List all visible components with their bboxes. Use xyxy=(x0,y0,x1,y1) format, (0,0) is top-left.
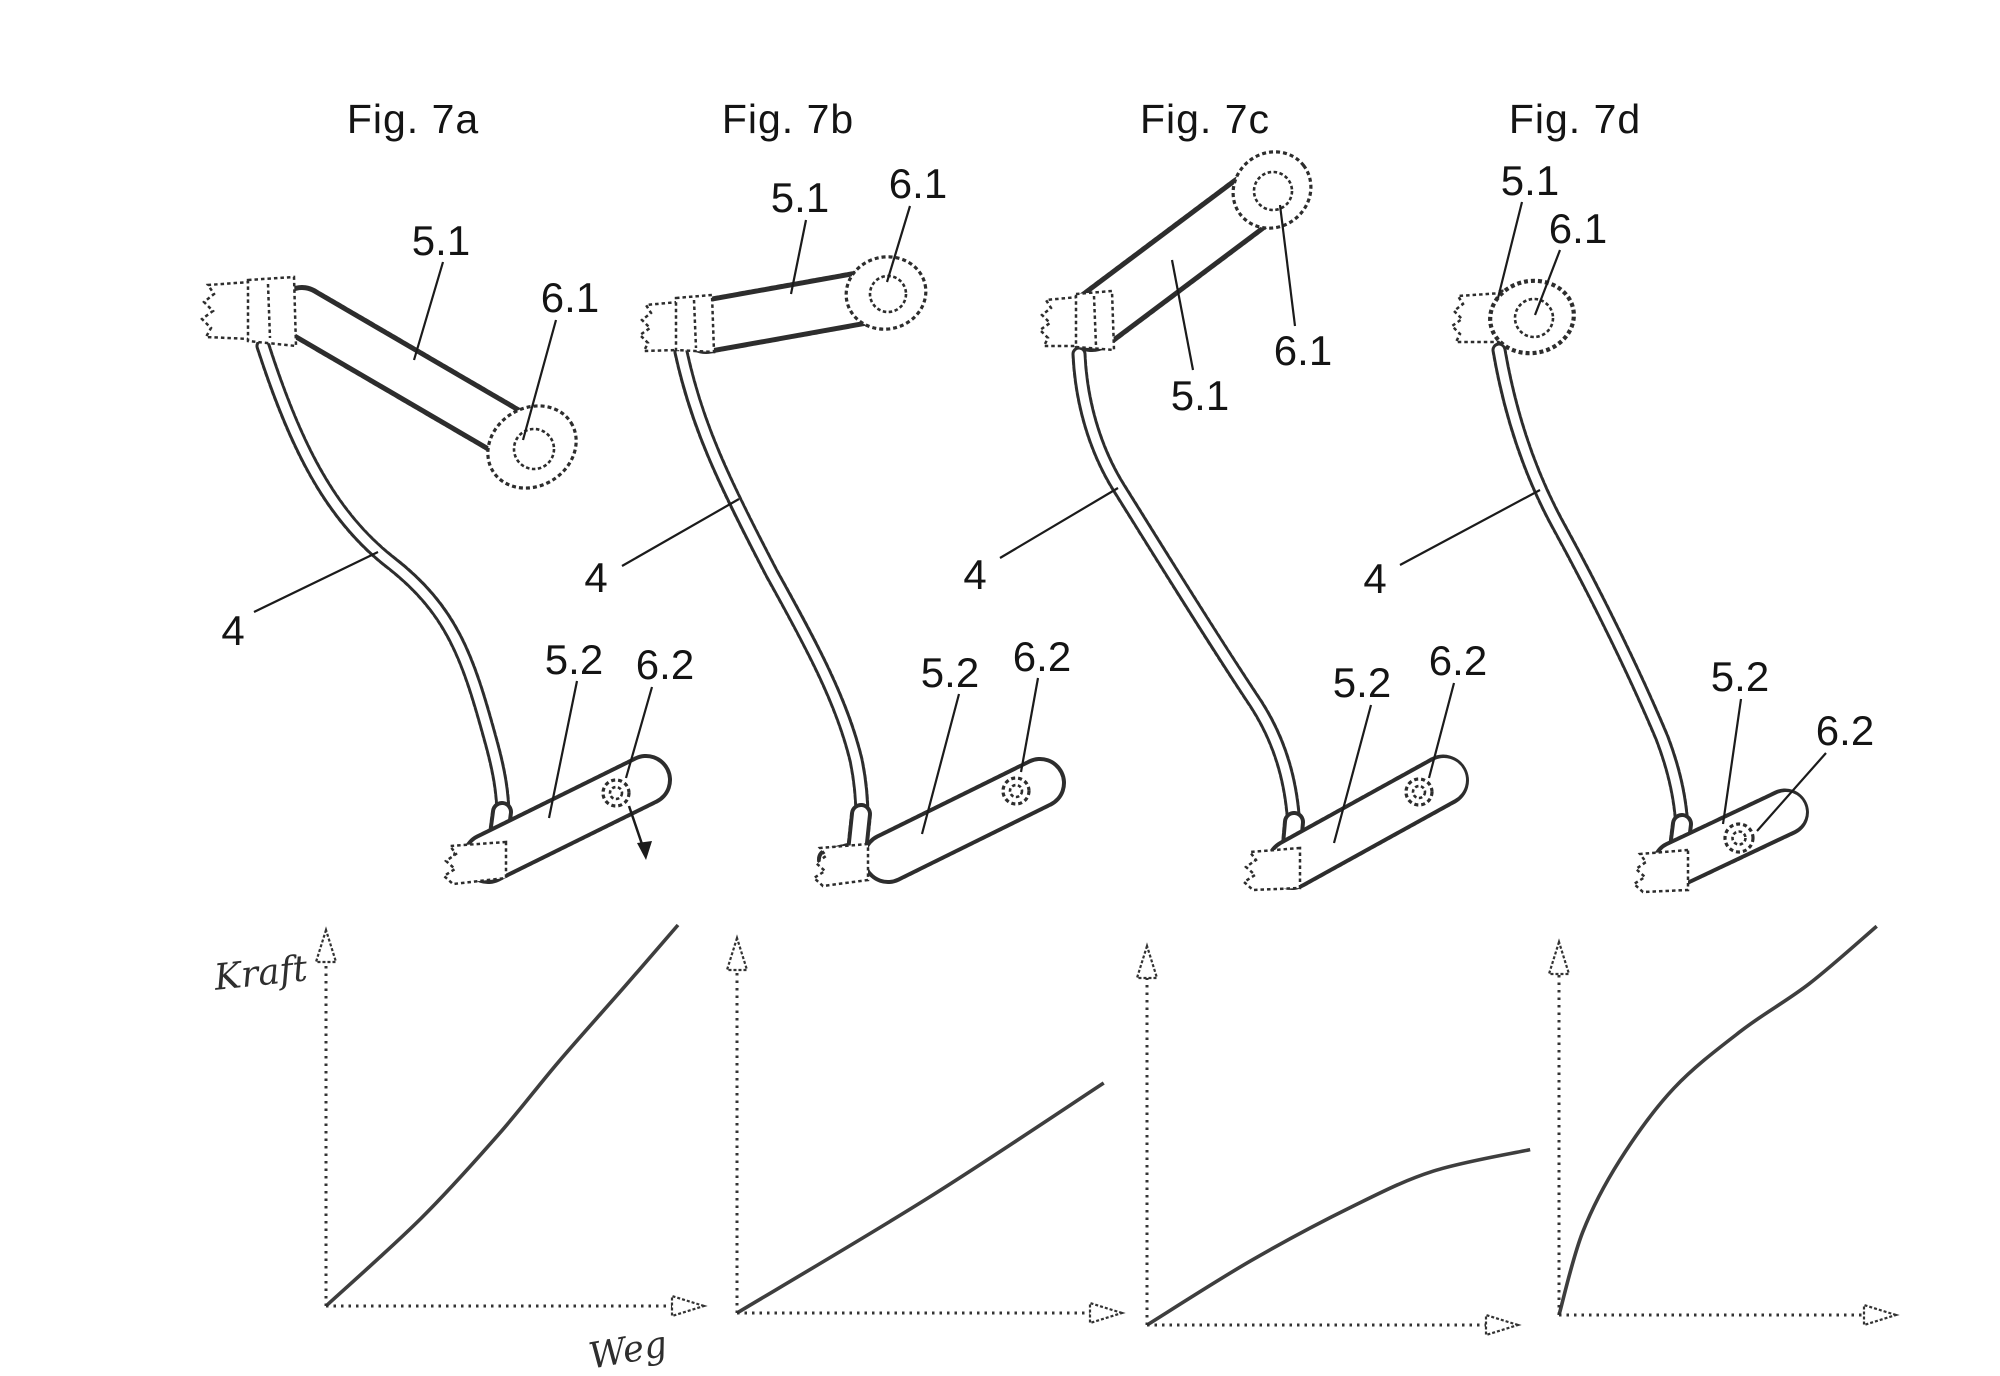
figure-7c-title: Fig. 7c xyxy=(1140,96,1270,142)
label-bracket-fig7b: 5.2 xyxy=(921,649,979,696)
label-upper-eyelet-fig7a: 6.1 xyxy=(541,274,599,321)
label-upper-eyelet-fig7b: 6.1 xyxy=(889,160,947,207)
rod-fig7a xyxy=(255,338,511,826)
label-bracket-fig7d: 5.2 xyxy=(1711,653,1769,700)
figure-7d-title: Fig. 7d xyxy=(1509,96,1641,142)
pedal-plate-fig7b xyxy=(862,757,1066,884)
label-rod-fig7d: 4 xyxy=(1363,555,1386,602)
force-curve-fig7a xyxy=(324,923,680,1308)
label-bracket-fig7c: 5.2 xyxy=(1333,659,1391,706)
leader-rod-fig7a xyxy=(253,551,379,613)
y-axis-arrow-icon-fig7c xyxy=(1135,942,1159,980)
force-curve-fig7b xyxy=(736,1081,1105,1315)
lever-fig7b xyxy=(678,270,890,354)
graph-fig7b xyxy=(725,934,1126,1325)
leader-rod-fig7d xyxy=(1399,489,1541,566)
y-axis-arrow-icon-fig7d xyxy=(1547,938,1571,976)
label-lever-fig7d: 5.1 xyxy=(1501,157,1559,204)
leader-lever-fig7d xyxy=(1496,201,1524,299)
x-axis-arrow-icon-fig7a xyxy=(670,1294,708,1318)
lower-mount-fig7d xyxy=(1631,848,1690,894)
leader-bracket-fig7b xyxy=(920,693,961,835)
pivot-mount-fig7d xyxy=(1450,291,1504,344)
rod-fig7c xyxy=(1071,346,1302,836)
y-axis-arrow-icon-fig7b xyxy=(725,934,749,972)
y-axis-arrow-icon-fig7a xyxy=(314,926,338,964)
figure-7a-title: Fig. 7a xyxy=(347,96,479,142)
label-rod-fig7a: 4 xyxy=(221,607,244,654)
pivot-bracket-fig7b xyxy=(674,293,716,354)
lever-fig7a xyxy=(275,285,545,465)
x-axis-arrow-icon-fig7c xyxy=(1484,1313,1522,1337)
label-bracket-fig7a: 5.2 xyxy=(545,636,603,683)
lower-mount-fig7a xyxy=(441,840,508,886)
figure-7a-group: Fig. 7a xyxy=(200,96,694,886)
x-axis-arrow-icon-fig7d xyxy=(1862,1303,1900,1327)
figure-7b-title: Fig. 7b xyxy=(722,96,854,142)
leader-lower-eyelet-fig7d xyxy=(1756,752,1827,832)
pedal-plate-fig7c xyxy=(1266,754,1470,890)
rod-fig7d xyxy=(1491,342,1690,838)
pivot-bracket-fig7c xyxy=(1074,289,1116,352)
label-lower-eyelet-fig7b: 6.2 xyxy=(1013,633,1071,680)
upper-eyelet-fig7a xyxy=(486,404,578,490)
label-rod-fig7c: 4 xyxy=(963,551,986,598)
kraft-axis-label: Kraft xyxy=(211,948,310,999)
graph-fig7a: Kraft Weg xyxy=(211,923,708,1376)
force-curve-fig7d xyxy=(1557,924,1878,1316)
rod-fig7b xyxy=(673,344,870,828)
label-lever-fig7a: 5.1 xyxy=(412,217,470,264)
label-lever-fig7c: 5.1 xyxy=(1171,372,1229,419)
label-lever-fig7b: 5.1 xyxy=(771,174,829,221)
upper-eyelet-fig7c xyxy=(1231,150,1313,230)
leader-upper-eyelet-fig7d xyxy=(1533,249,1562,316)
leader-rod-fig7c xyxy=(999,487,1119,559)
label-lower-eyelet-fig7a: 6.2 xyxy=(636,641,694,688)
lower-mount-fig7b xyxy=(811,842,870,888)
graph-fig7c xyxy=(1135,942,1531,1337)
leader-lever-fig7c xyxy=(1170,259,1195,371)
graph-fig7d xyxy=(1547,924,1900,1327)
pivot-mount-fig7b xyxy=(638,300,680,353)
leader-bracket-fig7c xyxy=(1332,704,1373,844)
leader-lower-eyelet-fig7b xyxy=(1019,677,1040,773)
pivot-mount-fig7c xyxy=(1038,295,1080,348)
pivot-mount-fig7a xyxy=(200,280,252,341)
pedal-plate-fig7d xyxy=(1652,788,1810,888)
label-upper-eyelet-fig7c: 6.1 xyxy=(1274,327,1332,374)
leader-lower-eyelet-fig7a xyxy=(624,686,654,779)
label-upper-eyelet-fig7d: 6.1 xyxy=(1549,205,1607,252)
leader-upper-eyelet-fig7a xyxy=(521,319,558,441)
leader-bracket-fig7a xyxy=(547,680,579,819)
leader-upper-eyelet-fig7c xyxy=(1278,204,1297,327)
label-lower-eyelet-fig7d: 6.2 xyxy=(1816,707,1874,754)
leader-bracket-fig7d xyxy=(1721,698,1743,825)
pivot-bracket-fig7a xyxy=(246,275,298,348)
figure-7b-group: Fig. 7b xyxy=(584,96,1071,888)
weg-axis-label: Weg xyxy=(586,1324,670,1376)
figure-7d-group: Fig. 7d 5.1 6.1 xyxy=(1363,96,1874,894)
x-axis-arrow-icon-fig7b xyxy=(1088,1301,1126,1325)
upper-eyelet-fig7d xyxy=(1488,278,1576,356)
leader-upper-eyelet-fig7b xyxy=(885,205,912,283)
leader-lever-fig7a xyxy=(412,261,445,361)
label-lower-eyelet-fig7c: 6.2 xyxy=(1429,637,1487,684)
figure-7c-group: Fig. 7c xyxy=(963,96,1487,892)
leader-rod-fig7b xyxy=(621,498,740,567)
force-arrow-icon-fig7a xyxy=(627,805,652,860)
upper-eyelet-fig7b xyxy=(844,255,928,331)
leader-lower-eyelet-fig7c xyxy=(1427,682,1456,779)
force-curve-fig7c xyxy=(1146,1147,1531,1327)
pedal-plate-fig7a xyxy=(462,754,672,884)
lower-mount-fig7c xyxy=(1241,846,1302,892)
label-rod-fig7b: 4 xyxy=(584,554,607,601)
leader-lever-fig7b xyxy=(789,219,808,295)
